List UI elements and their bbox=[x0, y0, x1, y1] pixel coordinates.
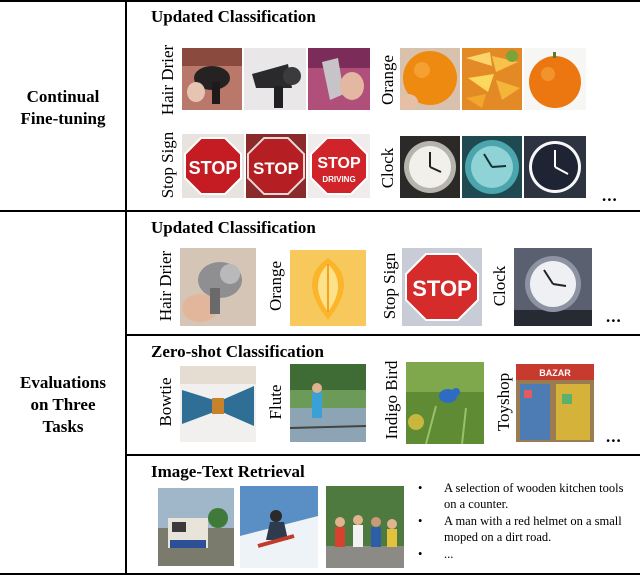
orange-photo-1 bbox=[400, 48, 460, 110]
stop-text-2: STOP bbox=[253, 159, 299, 178]
toyshop-photo: BAZAR bbox=[516, 364, 594, 442]
caption-item: A selection of wooden kitchen tools on a… bbox=[418, 480, 628, 512]
hair-drier-photo-3 bbox=[308, 48, 370, 110]
eval-orange-photo bbox=[290, 250, 366, 326]
updated-class-stop-sign: Stop Sign bbox=[380, 252, 399, 320]
clock-photo-1 bbox=[400, 136, 460, 198]
train-photo bbox=[158, 488, 234, 566]
continual-finetuning-label: Continual Fine-tuning bbox=[20, 87, 106, 128]
indigo-bird-photo bbox=[406, 362, 484, 444]
stop-text-1: STOP bbox=[189, 158, 238, 178]
zeroshot-more-indicator: ... bbox=[606, 427, 622, 446]
updated-panel-title: Updated Classification bbox=[151, 218, 316, 237]
hair-drier-photo-2 bbox=[244, 48, 306, 110]
eval-clock-photo bbox=[514, 248, 592, 326]
stop-sign-photo-1: STOP bbox=[182, 134, 244, 198]
zeroshot-panel-title: Zero-shot Classification bbox=[151, 342, 324, 361]
zeroshot-class-flute: Flute bbox=[266, 384, 285, 420]
group-photo bbox=[326, 486, 404, 568]
bowtie-photo bbox=[180, 366, 256, 442]
flute-photo bbox=[290, 364, 366, 442]
bottom-rule bbox=[0, 573, 640, 575]
stop-text-4: STOP bbox=[412, 276, 472, 301]
toyshop-sign-text: BAZAR bbox=[539, 368, 571, 378]
zeroshot-class-bowtie: Bowtie bbox=[156, 377, 175, 427]
caption-item: A man with a red helmet on a small moped… bbox=[418, 513, 628, 545]
eval-stop-sign-photo: STOP bbox=[402, 248, 482, 326]
finetune-class-hair-drier: Hair Drier bbox=[158, 44, 177, 116]
finetune-class-orange: Orange bbox=[378, 54, 397, 106]
zeroshot-class-toyshop: Toyshop bbox=[494, 372, 513, 432]
updated-class-hair-drier: Hair Drier bbox=[156, 250, 175, 322]
retrieval-panel-title: Image-Text Retrieval bbox=[151, 462, 305, 481]
stop-sign-photo-3: STOP DRIVING bbox=[308, 134, 370, 198]
stop-sign-photo-2: STOP bbox=[246, 134, 306, 198]
snowboarder-photo bbox=[240, 486, 318, 568]
zeroshot-class-indigo-bird: Indigo Bird bbox=[382, 360, 401, 440]
panel-divider-1 bbox=[126, 334, 640, 336]
updated-class-orange: Orange bbox=[266, 260, 285, 312]
finetune-panel-title: Updated Classification bbox=[151, 7, 316, 26]
driving-text: DRIVING bbox=[322, 175, 355, 184]
eval-hair-drier-photo bbox=[180, 248, 256, 326]
orange-photo-3 bbox=[524, 48, 586, 110]
updated-class-clock: Clock bbox=[490, 265, 509, 307]
evaluations-label: Evaluations on Three Tasks bbox=[20, 373, 106, 436]
updated-more-indicator: ... bbox=[606, 307, 622, 326]
hair-drier-photo-1 bbox=[182, 48, 242, 110]
orange-photo-2 bbox=[462, 48, 522, 110]
section-divider bbox=[0, 210, 640, 212]
finetune-class-stop-sign: Stop Sign bbox=[158, 131, 177, 199]
retrieval-caption-list: A selection of wooden kitchen tools on a… bbox=[418, 480, 628, 563]
panel-divider-2 bbox=[126, 454, 640, 456]
finetune-class-clock: Clock bbox=[378, 147, 397, 189]
finetune-more-indicator: ... bbox=[602, 186, 618, 205]
top-rule bbox=[0, 0, 640, 2]
clock-photo-3 bbox=[524, 136, 586, 198]
caption-item: ... bbox=[418, 546, 628, 562]
column-divider bbox=[125, 0, 127, 575]
stop-text-3: STOP bbox=[317, 155, 361, 172]
clock-photo-2 bbox=[462, 136, 522, 198]
